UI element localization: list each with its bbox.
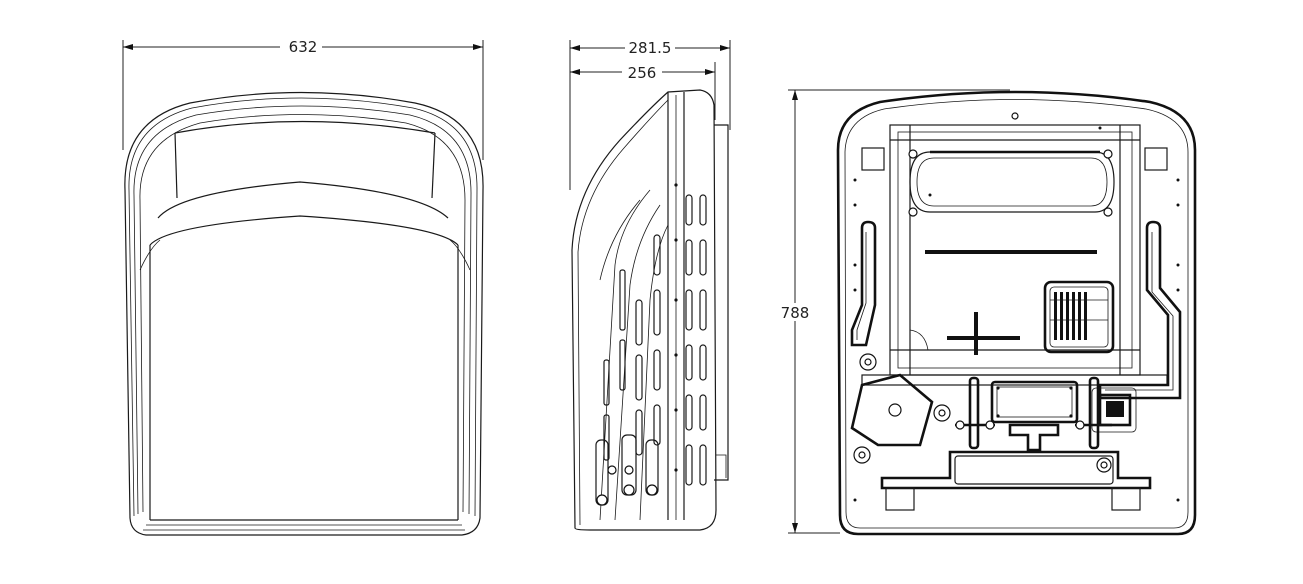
rear-height-label: 788 bbox=[781, 304, 810, 322]
dimension-rear-height: 788 bbox=[776, 89, 1010, 534]
rear-dots bbox=[853, 112, 1180, 502]
dimension-side-body: 256 bbox=[570, 62, 716, 120]
side-dots bbox=[674, 183, 678, 472]
front-view: 632 bbox=[122, 38, 484, 536]
rear-posts bbox=[955, 376, 1112, 450]
rear-vent-block bbox=[1043, 280, 1115, 354]
side-total-label: 281.5 bbox=[629, 39, 672, 57]
side-body-label: 256 bbox=[628, 64, 657, 82]
rear-view: 788 bbox=[776, 89, 1197, 536]
side-view: 281.5 256 bbox=[569, 39, 731, 531]
side-bottom-fittings bbox=[595, 434, 659, 506]
side-vent-slots bbox=[603, 194, 707, 486]
rear-frame bbox=[861, 124, 1168, 386]
dimension-side-total: 281.5 bbox=[569, 39, 731, 190]
dimension-front-width: 632 bbox=[122, 38, 484, 160]
front-width-label: 632 bbox=[289, 38, 318, 56]
